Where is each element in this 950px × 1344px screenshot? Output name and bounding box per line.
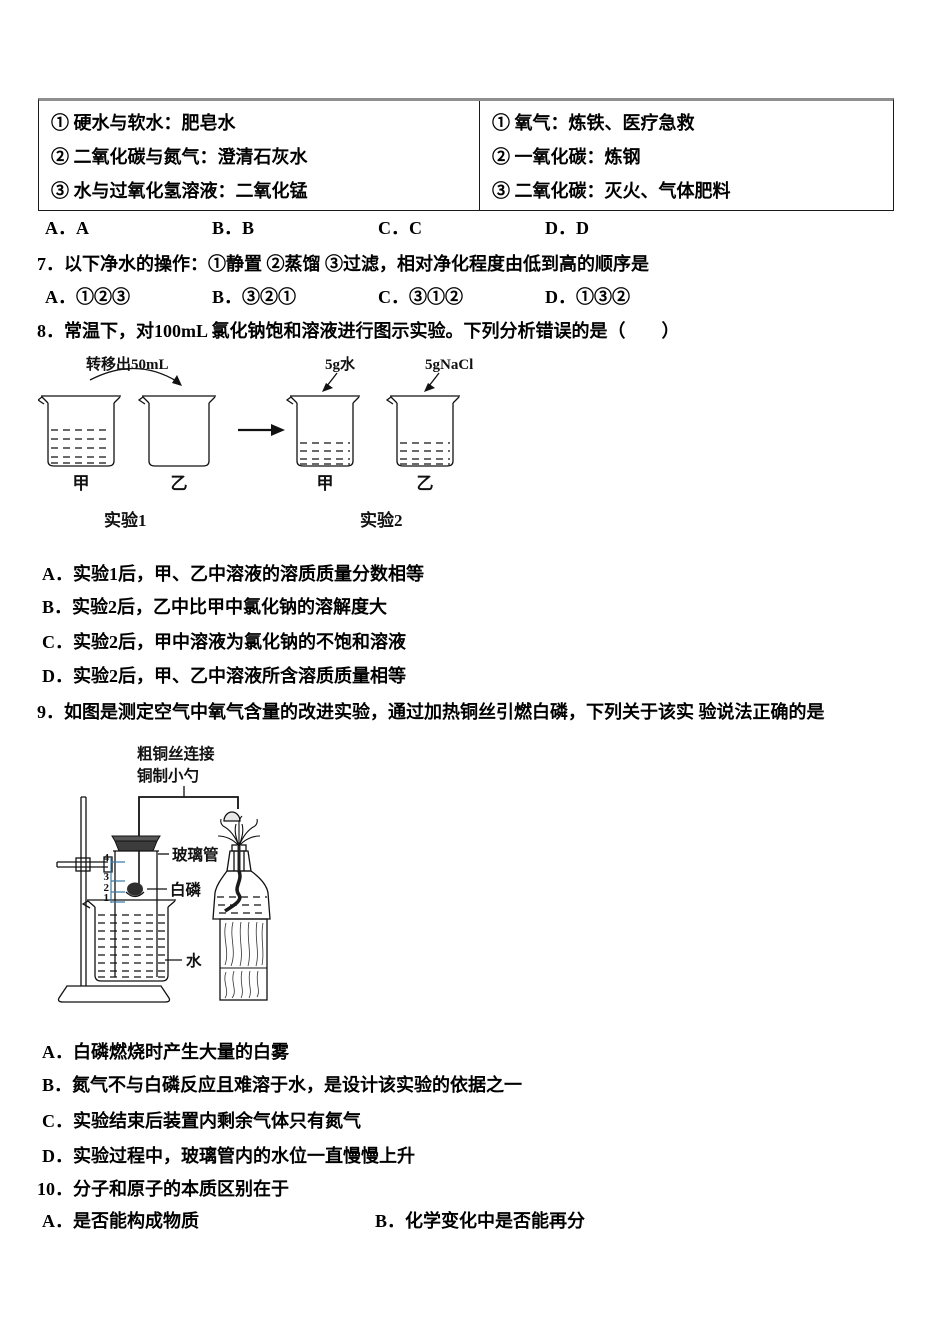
wire-label-line2: 铜制小勺 <box>137 766 199 785</box>
q8-stem: 8．常温下，对100mL 氯化钠饱和溶液进行图示实验。下列分析错误的是（ ） <box>37 321 680 341</box>
add-nacl-label: 5gNaCl <box>425 357 473 373</box>
table-item: ① 氧气：炼铁、医疗急救 <box>492 113 695 133</box>
alcohol-lamp-icon <box>212 815 271 920</box>
add-water-arrowhead-icon <box>322 383 333 392</box>
copper-spoon-icon <box>223 811 241 822</box>
q8-option-a: A．实验1后，甲、乙中溶液的溶质质量分数相等 <box>42 564 424 584</box>
exp1-label: 实验1 <box>104 510 147 530</box>
q8-option-b: B．实验2后，乙中比甲中氯化钠的溶解度大 <box>42 597 388 617</box>
beaker-yi-exp1-icon <box>137 395 216 467</box>
beaker-yi-label: 乙 <box>171 474 188 493</box>
q9-stem: 9．如图是测定空气中氧气含量的改进实验，通过加热铜丝引燃白磷，下列关于该实 验说… <box>37 702 825 722</box>
transfer-arrowhead-icon <box>172 375 182 386</box>
white-phosphorus-icon <box>125 882 145 898</box>
table-item: ② 二氧化碳与氮气：澄清石灰水 <box>51 147 308 167</box>
transfer-label: 转移出50mL <box>86 355 169 373</box>
q6-option-b: B．B <box>212 218 255 238</box>
copper-wire-icon <box>138 796 241 884</box>
q7-option-d: D．①③② <box>545 287 630 307</box>
beaker-yi2-label: 乙 <box>417 474 434 493</box>
q9-option-b: B．氮气不与白磷反应且难溶于水，是设计该实验的依据之一 <box>42 1075 523 1095</box>
q9-apparatus-diagram: 粗铜丝连接 铜制小勺 4 3 2 1 <box>56 744 271 1003</box>
wire-label-line1: 粗铜丝连接 <box>137 744 215 763</box>
beaker-jia-label: 甲 <box>73 474 90 493</box>
glass-tube-label: 玻璃管 <box>172 845 219 864</box>
add-water-label: 5g水 <box>325 355 356 373</box>
q10-stem: 10．分子和原子的本质区别在于 <box>37 1179 289 1199</box>
q9-option-a: A．白磷燃烧时产生大量的白雾 <box>42 1042 289 1062</box>
water-beaker-icon <box>81 899 176 982</box>
exp2-label: 实验2 <box>360 510 403 530</box>
beaker-jia-exp2-icon <box>285 395 360 467</box>
beaker-yi-exp2-icon <box>385 395 460 467</box>
q10-option-a: A．是否能构成物质 <box>42 1211 199 1231</box>
q9-option-c: C．实验结束后装置内剩余气体只有氮气 <box>42 1111 361 1131</box>
phosphorus-label: 白磷 <box>170 880 202 899</box>
process-arrowhead-icon <box>271 424 285 436</box>
scale-1: 1 <box>104 892 110 904</box>
table-item: ③ 水与过氧化氢溶液：二氧化锰 <box>51 181 308 201</box>
scale-3: 3 <box>104 871 110 883</box>
add-nacl-arrowhead-icon <box>424 383 435 392</box>
transfer-arrow <box>89 367 179 383</box>
scale-4: 4 <box>104 852 110 864</box>
table-item: ② 一氧化碳：炼钢 <box>492 147 641 167</box>
table-cell-left: ① 硬水与软水：肥皂水 ② 二氧化碳与氮气：澄清石灰水 ③ 水与过氧化氢溶液：二… <box>39 101 480 210</box>
wood-block-icon <box>219 918 268 1001</box>
table-item: ③ 二氧化碳：灭火、气体肥料 <box>492 181 731 201</box>
q7-option-c: C．③①② <box>378 287 463 307</box>
q8-beaker-diagram: 转移出50mL 甲 乙 5g水 5gNaCl <box>38 355 473 530</box>
beaker-jia-exp1-icon <box>38 395 121 467</box>
q6-option-a: A．A <box>45 218 89 238</box>
q7-option-a: A．①②③ <box>45 287 130 307</box>
q6-option-d: D．D <box>545 218 589 238</box>
water-label: 水 <box>186 951 202 970</box>
iron-stand-icon <box>56 796 171 1003</box>
comparison-table: ① 硬水与软水：肥皂水 ② 二氧化碳与氮气：澄清石灰水 ③ 水与过氧化氢溶液：二… <box>38 98 894 211</box>
glass-tube-icon <box>111 835 161 977</box>
q10-option-b: B．化学变化中是否能再分 <box>375 1211 586 1231</box>
q7-stem: 7．以下净水的操作：①静置 ②蒸馏 ③过滤，相对净化程度由低到高的顺序是 <box>37 254 649 274</box>
lamp-wick-icon <box>224 870 242 913</box>
table-item: ① 硬水与软水：肥皂水 <box>51 113 236 133</box>
beaker-jia2-label: 甲 <box>317 474 334 493</box>
q9-option-d: D．实验过程中，玻璃管内的水位一直慢慢上升 <box>42 1146 415 1166</box>
table-cell-right: ① 氧气：炼铁、医疗急救 ② 一氧化碳：炼钢 ③ 二氧化碳：灭火、气体肥料 <box>480 101 893 210</box>
q6-option-c: C．C <box>378 218 422 238</box>
scale-2: 2 <box>104 882 110 894</box>
q7-option-b: B．③②① <box>212 287 297 307</box>
q8-option-c: C．实验2后，甲中溶液为氯化钠的不饱和溶液 <box>42 632 406 652</box>
q8-option-d: D．实验2后，甲、乙中溶液所含溶质质量相等 <box>42 666 406 686</box>
tube-scale-marks: 4 3 2 1 <box>104 852 125 904</box>
